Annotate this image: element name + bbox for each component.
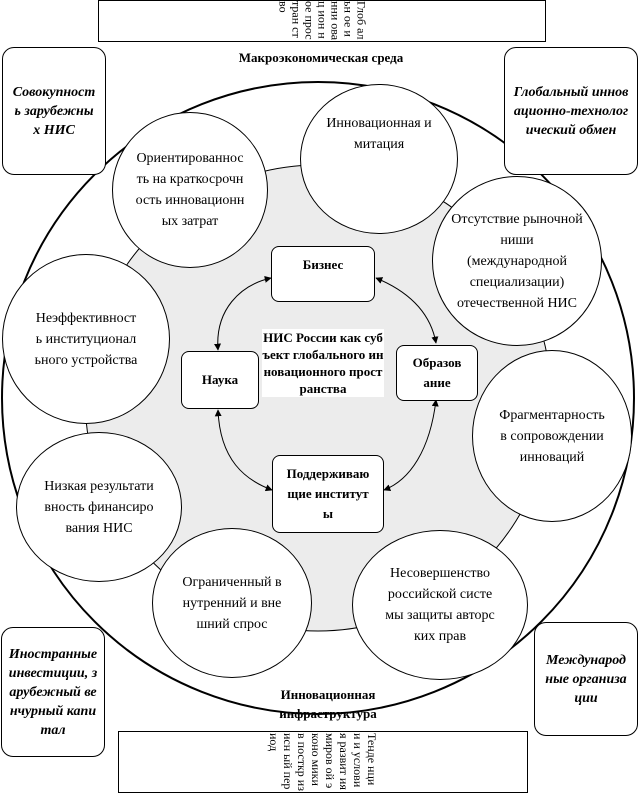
low-financing-efficiency-text: Низкая результативность финансирования Н… bbox=[44, 478, 154, 536]
international-orgs-text: Международные организации bbox=[545, 652, 627, 706]
international-orgs-box: Международные организации bbox=[534, 622, 638, 736]
arrow-business-education bbox=[375, 277, 439, 344]
no-market-niche-text: Отсутствие рыночной ниши (международной … bbox=[451, 211, 583, 311]
institutions-label: Поддерживающие институты bbox=[286, 466, 370, 521]
innovation-infrastructure-label: Инновационная инфраструктура bbox=[279, 687, 377, 721]
arrow-science-institutions bbox=[214, 409, 273, 492]
institutional-inefficiency-text: Неэффективность институционального устро… bbox=[34, 310, 138, 368]
arrow-education-institutions bbox=[383, 399, 439, 491]
low-financing-efficiency-circle: Низкая результативность финансирования Н… bbox=[16, 432, 182, 582]
education-box: Образование bbox=[396, 345, 478, 401]
fragmentation-circle: Фрагментарность в сопровождении инноваци… bbox=[472, 350, 632, 522]
fragmentation-text: Фрагментарность в сопровождении инноваци… bbox=[499, 407, 605, 465]
arrow-business-science bbox=[214, 275, 272, 351]
institutional-inefficiency-circle: Неэффективность институционального устро… bbox=[2, 254, 170, 424]
no-market-niche-circle: Отсутствие рыночной ниши (международной … bbox=[432, 176, 602, 346]
global-space-box: Глоб альн ое инни овац ион ное прос тран… bbox=[98, 0, 546, 42]
copyright-protection-text: Несовершенство российской системы защиты… bbox=[385, 566, 495, 644]
global-space-text: Глоб альн ое инни овац ион ное прос тран… bbox=[276, 1, 369, 41]
world-economy-trends-box: Тенде нции и услови я развит ия миров ой… bbox=[118, 731, 528, 793]
russian-nis-center: НИС России как субъект глобального иннов… bbox=[262, 329, 384, 397]
foreign-nis-box: Совокупность зарубежных НИС bbox=[2, 47, 106, 175]
business-label: Бизнес bbox=[302, 257, 344, 272]
world-economy-trends-text: Тенде нции и услови я развит ия миров ой… bbox=[267, 733, 379, 791]
short-term-orientation-text: Ориентированность на краткосрочность инн… bbox=[135, 151, 245, 229]
innovation-imitation-circle: Инновационная имитация bbox=[300, 84, 458, 234]
short-term-orientation-circle: Ориентированность на краткосрочность инн… bbox=[112, 112, 268, 268]
foreign-investment-box: Иностранные инвестиции, зарубежный венчу… bbox=[1, 627, 105, 757]
foreign-investment-text: Иностранные инвестиции, зарубежный венчу… bbox=[8, 646, 98, 738]
macro-environment-label: Макроэкономическая среда bbox=[238, 50, 404, 65]
institutions-box: Поддерживающие институты bbox=[272, 455, 384, 533]
science-box: Наука bbox=[181, 351, 259, 409]
copyright-protection-circle: Несовершенство российской системы защиты… bbox=[352, 530, 528, 680]
global-tech-exchange-text: Глобальный инновационно-технологический … bbox=[513, 84, 629, 138]
innovation-imitation-text: Инновационная имитация bbox=[326, 116, 432, 152]
global-tech-exchange-box: Глобальный инновационно-технологический … bbox=[504, 47, 638, 175]
limited-demand-text: Ограниченный внутренний и внешний спрос bbox=[182, 574, 282, 632]
limited-demand-circle: Ограниченный внутренний и внешний спрос bbox=[152, 528, 312, 678]
business-box: Бизнес bbox=[271, 246, 375, 302]
education-label: Образование bbox=[412, 355, 462, 390]
science-label: Наука bbox=[201, 372, 239, 387]
foreign-nis-text: Совокупность зарубежных НИС bbox=[12, 84, 96, 138]
